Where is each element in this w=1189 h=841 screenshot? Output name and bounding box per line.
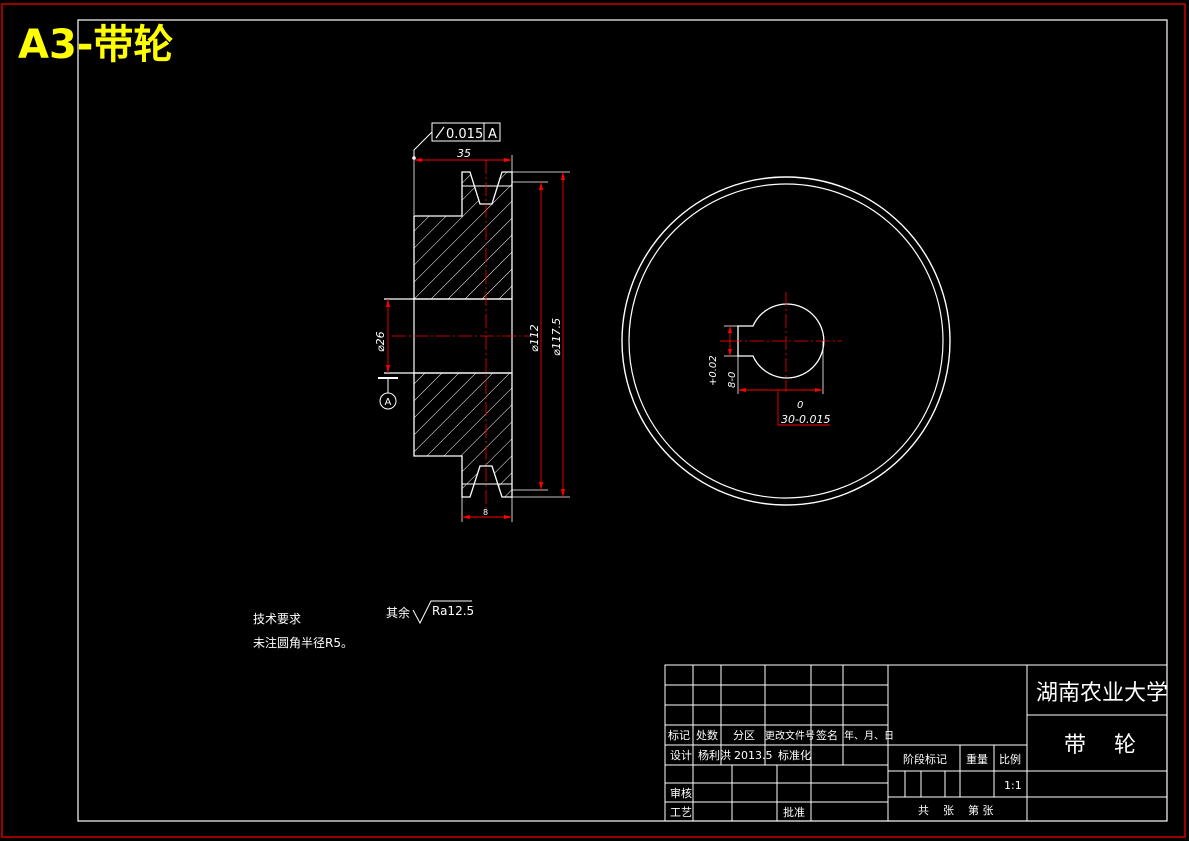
keyway-tol-upper: +0.02 — [708, 355, 719, 386]
keyway-tol-lower: 8-0 — [727, 372, 738, 388]
designer-name: 杨利洪 — [698, 748, 731, 762]
school-name: 湖南农业大学 — [1036, 681, 1168, 706]
surface-ra: Ra12.5 — [432, 604, 474, 618]
design-label: 设计 — [670, 749, 692, 762]
dim-groove-dia: ⌀112 — [528, 324, 541, 352]
design-date: 2013.5 — [734, 749, 773, 762]
surface-prefix: 其余 — [386, 605, 410, 620]
title-block-text: 湖南农业大学 带 轮 标记 处数 分区 更改文件号 签名 年、月、日 设计 杨利… — [668, 681, 1168, 819]
dim-bore: ⌀26 — [374, 331, 387, 352]
outer-frame — [1, 3, 1186, 838]
header-signature: 签名 — [816, 728, 838, 742]
title-block — [664, 664, 1168, 822]
section-view: 0.015 A 35 ⌀26 A ⌀112 ⌀117.5 — [374, 122, 570, 522]
sheet-title: A3-带轮 — [18, 22, 173, 68]
front-view: +0.02 8-0 0 30-0.015 — [621, 176, 951, 506]
process-label: 工艺 — [670, 806, 692, 819]
keyway-depth-upper: 0 — [797, 400, 803, 411]
scale-value: 1:1 — [1004, 779, 1022, 792]
stage-mark-label: 阶段标记 — [903, 752, 947, 766]
keyway-depth: 30-0.015 — [781, 413, 830, 426]
review-label: 审核 — [670, 786, 692, 800]
tech-req-1: 未注圆角半径R5。 — [253, 635, 353, 650]
datum-label: A — [385, 397, 392, 408]
technical-notes: 技术要求 未注圆角半径R5。 其余 Ra12.5 — [253, 600, 474, 650]
scale-label: 比例 — [999, 752, 1021, 766]
header-mark: 标记 — [668, 728, 690, 742]
tolerance-value: 0.015 — [446, 127, 483, 142]
header-change-doc: 更改文件号 — [765, 729, 815, 742]
standardize-label: 标准化 — [778, 748, 811, 762]
header-zone: 分区 — [733, 729, 755, 742]
weight-label: 重量 — [966, 752, 988, 766]
header-date: 年、月、日 — [844, 729, 894, 742]
header-count: 处数 — [696, 729, 718, 742]
tech-req-title: 技术要求 — [253, 612, 301, 626]
dim-width: 35 — [457, 147, 471, 160]
part-name: 带 轮 — [1064, 733, 1136, 758]
sheet-count: 共 张 第 张 — [918, 803, 993, 817]
tolerance-datum: A — [488, 127, 497, 142]
approve-label: 批准 — [783, 805, 805, 819]
dim-groove-width: 8 — [483, 508, 488, 517]
inner-frame — [77, 19, 1168, 822]
dim-outer-dia: ⌀117.5 — [550, 318, 563, 356]
